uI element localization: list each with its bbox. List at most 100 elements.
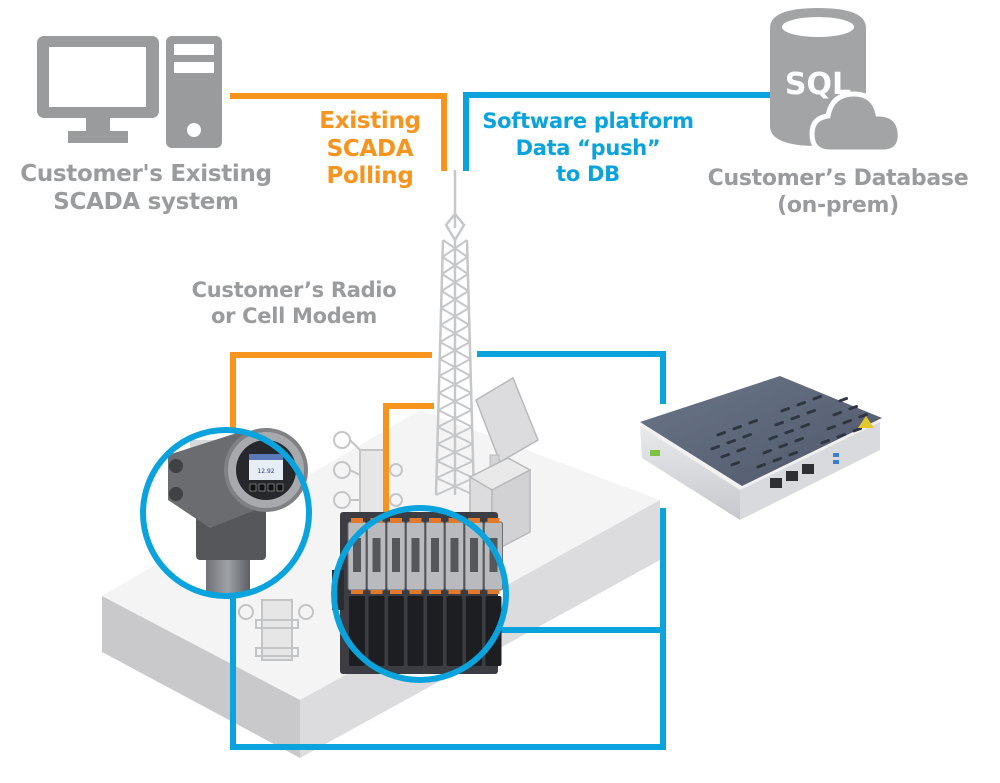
data-push-label-line-1: Software platform bbox=[482, 109, 694, 133]
edge-gateway-device bbox=[640, 376, 882, 520]
io-module-latch bbox=[448, 590, 461, 594]
io-module-latch bbox=[351, 518, 363, 523]
vent-slot bbox=[794, 437, 805, 443]
io-module-latch bbox=[487, 518, 500, 523]
vent-slot bbox=[710, 445, 721, 451]
io-module-terminal-block bbox=[368, 596, 385, 666]
vent-slot bbox=[774, 421, 785, 427]
io-module-terminal-block bbox=[466, 596, 482, 666]
vent-slot bbox=[726, 439, 737, 445]
io-module-label-strip bbox=[431, 538, 439, 572]
vent-slot bbox=[848, 405, 859, 411]
io-module-latch bbox=[448, 518, 461, 523]
tower-brace bbox=[439, 324, 470, 343]
usb-port-icon bbox=[833, 460, 839, 464]
vent-slot bbox=[836, 433, 847, 439]
vent-slot bbox=[784, 429, 795, 435]
tower-brace bbox=[441, 256, 469, 275]
flow-computer-display-reading: 12.92 bbox=[257, 468, 274, 475]
io-module-label-strip bbox=[470, 538, 478, 572]
vent-slot bbox=[858, 413, 869, 419]
tower-to-gateway-line bbox=[477, 351, 666, 404]
vent-slot bbox=[720, 453, 731, 459]
rtu-controller-device bbox=[332, 508, 506, 680]
sql-database-cloud-icon: SQL bbox=[770, 8, 903, 155]
database-label-line-1: Customer’s Database bbox=[707, 166, 969, 191]
flow-computer-device: 12.92 bbox=[143, 428, 309, 596]
tower-brace bbox=[436, 443, 474, 462]
io-module-label-strip bbox=[411, 538, 420, 572]
tower-brace bbox=[440, 290, 469, 309]
data-push-label: Software platform Data “push” to DB bbox=[468, 108, 708, 188]
vent-slot bbox=[826, 425, 837, 431]
io-module-latch bbox=[468, 590, 480, 594]
desktop-computer-icon bbox=[37, 36, 222, 148]
scada-system-label: Customer's Existing SCADA system bbox=[5, 160, 287, 216]
gateway-vent-slots bbox=[710, 395, 869, 469]
vent-slot bbox=[832, 411, 843, 417]
platform-left-face bbox=[102, 596, 300, 758]
tower-to-rtu-line bbox=[383, 403, 434, 515]
tower-brace bbox=[438, 375, 472, 394]
vent-slot bbox=[716, 431, 727, 437]
ethernet-port-icon bbox=[770, 478, 782, 488]
data-push-link bbox=[230, 92, 770, 750]
io-module-latch bbox=[370, 590, 383, 594]
vent-slot bbox=[742, 433, 753, 439]
tower-brace bbox=[437, 392, 472, 411]
io-module-latch bbox=[351, 590, 363, 594]
tower-brace bbox=[435, 477, 474, 496]
vent-slot bbox=[806, 409, 817, 415]
io-module-latch bbox=[429, 590, 441, 594]
io-module-label-strip bbox=[353, 538, 361, 572]
vent-slot bbox=[762, 449, 773, 455]
vent-slot bbox=[838, 397, 849, 403]
tower-to-database-line bbox=[463, 92, 770, 171]
data-push-label-line-3: to DB bbox=[556, 162, 620, 187]
io-module-label-strip bbox=[450, 538, 459, 572]
io-module-latch bbox=[409, 590, 422, 594]
wellhead-icon bbox=[238, 599, 314, 661]
radio-modem-label-line-1: Customer’s Radio bbox=[191, 278, 397, 302]
scada-polling-label-line-2: SCADA bbox=[326, 135, 414, 162]
flow-computer-highlight-ring bbox=[140, 427, 312, 599]
tower-brace bbox=[441, 239, 468, 258]
scada-polling-label-line-1: Existing bbox=[319, 108, 421, 134]
tower-brace bbox=[441, 273, 469, 292]
scada-system-label-line-1: Customer's Existing bbox=[20, 161, 272, 187]
scada-system-label-line-2: SCADA system bbox=[53, 189, 239, 216]
vent-slot bbox=[852, 427, 863, 433]
rtu-highlight-ring bbox=[331, 505, 509, 683]
wellhead-drawings bbox=[238, 431, 403, 661]
vent-slot bbox=[800, 423, 811, 429]
vent-slot bbox=[812, 395, 823, 401]
io-module-terminal-block bbox=[446, 596, 463, 666]
vent-slot bbox=[842, 419, 853, 425]
io-module-label-strip bbox=[372, 538, 381, 572]
tower-lattice bbox=[435, 239, 475, 496]
vent-slot bbox=[732, 425, 743, 431]
vent-slot bbox=[788, 451, 799, 457]
scada-to-tower-line bbox=[230, 93, 447, 171]
io-module-latch bbox=[390, 518, 402, 523]
terminal-block-icon bbox=[650, 450, 660, 456]
io-module-latch bbox=[487, 590, 500, 594]
wellhead-icon bbox=[333, 431, 403, 521]
vent-slot bbox=[772, 457, 783, 463]
tower-to-flow-computer-line bbox=[230, 352, 432, 432]
tower-brace bbox=[436, 426, 473, 445]
io-module-label-strip bbox=[392, 538, 400, 572]
tower-brace bbox=[438, 358, 471, 377]
vent-slot bbox=[780, 407, 791, 413]
scada-polling-link bbox=[230, 93, 447, 515]
vent-slot bbox=[790, 415, 801, 421]
tower-brace bbox=[436, 460, 474, 479]
scada-polling-label: Existing SCADA Polling bbox=[300, 108, 440, 191]
vent-slot bbox=[778, 443, 789, 449]
io-module-latch bbox=[409, 518, 422, 523]
radio-modem-label: Customer’s Radio or Cell Modem bbox=[168, 277, 420, 330]
io-module-latch bbox=[429, 518, 441, 523]
tower-brace bbox=[437, 409, 473, 428]
